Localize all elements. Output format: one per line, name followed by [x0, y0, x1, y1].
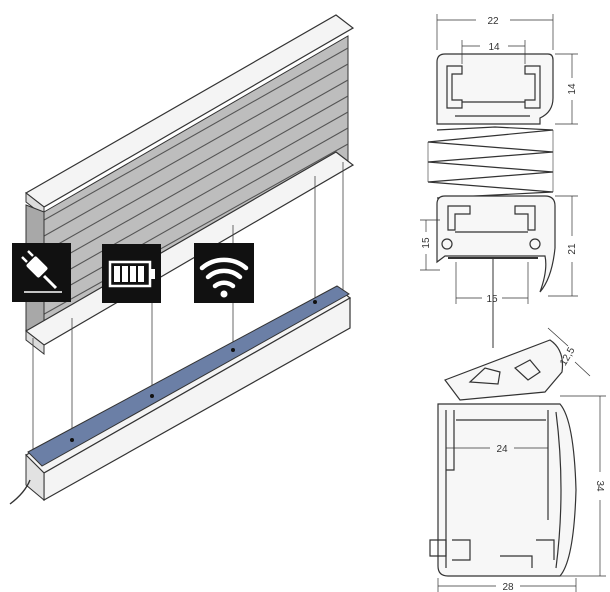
pleat-lines	[29, 47, 349, 323]
battery-icon	[102, 244, 161, 303]
dim-top-inner-width: 14	[488, 42, 500, 53]
dim-top-width: 22	[487, 16, 499, 27]
dimension-lines	[420, 14, 606, 592]
middle-profile	[436, 195, 556, 293]
power-plug-icon	[12, 243, 71, 302]
dim-bottom-width: 28	[502, 582, 514, 592]
cord-anchors	[70, 300, 317, 442]
profile-fabric	[427, 126, 554, 199]
dim-mid-bottom-width: 15	[486, 294, 498, 305]
dim-mid-left-height: 15	[421, 237, 432, 249]
dim-bottom-height: 34	[594, 480, 605, 492]
bottom-profile	[429, 339, 577, 577]
profile-drawing	[427, 53, 577, 577]
dim-bottom-angle: 12,5	[558, 345, 577, 368]
power-cable	[9, 479, 31, 505]
wifi-icon	[194, 243, 254, 303]
dim-mid-right-height: 21	[567, 243, 578, 255]
dim-top-height: 14	[567, 83, 578, 95]
pleated-blind	[9, 14, 355, 505]
dim-bottom-inner-width: 24	[496, 444, 508, 455]
top-profile	[436, 53, 554, 125]
motor-bar	[27, 285, 350, 467]
